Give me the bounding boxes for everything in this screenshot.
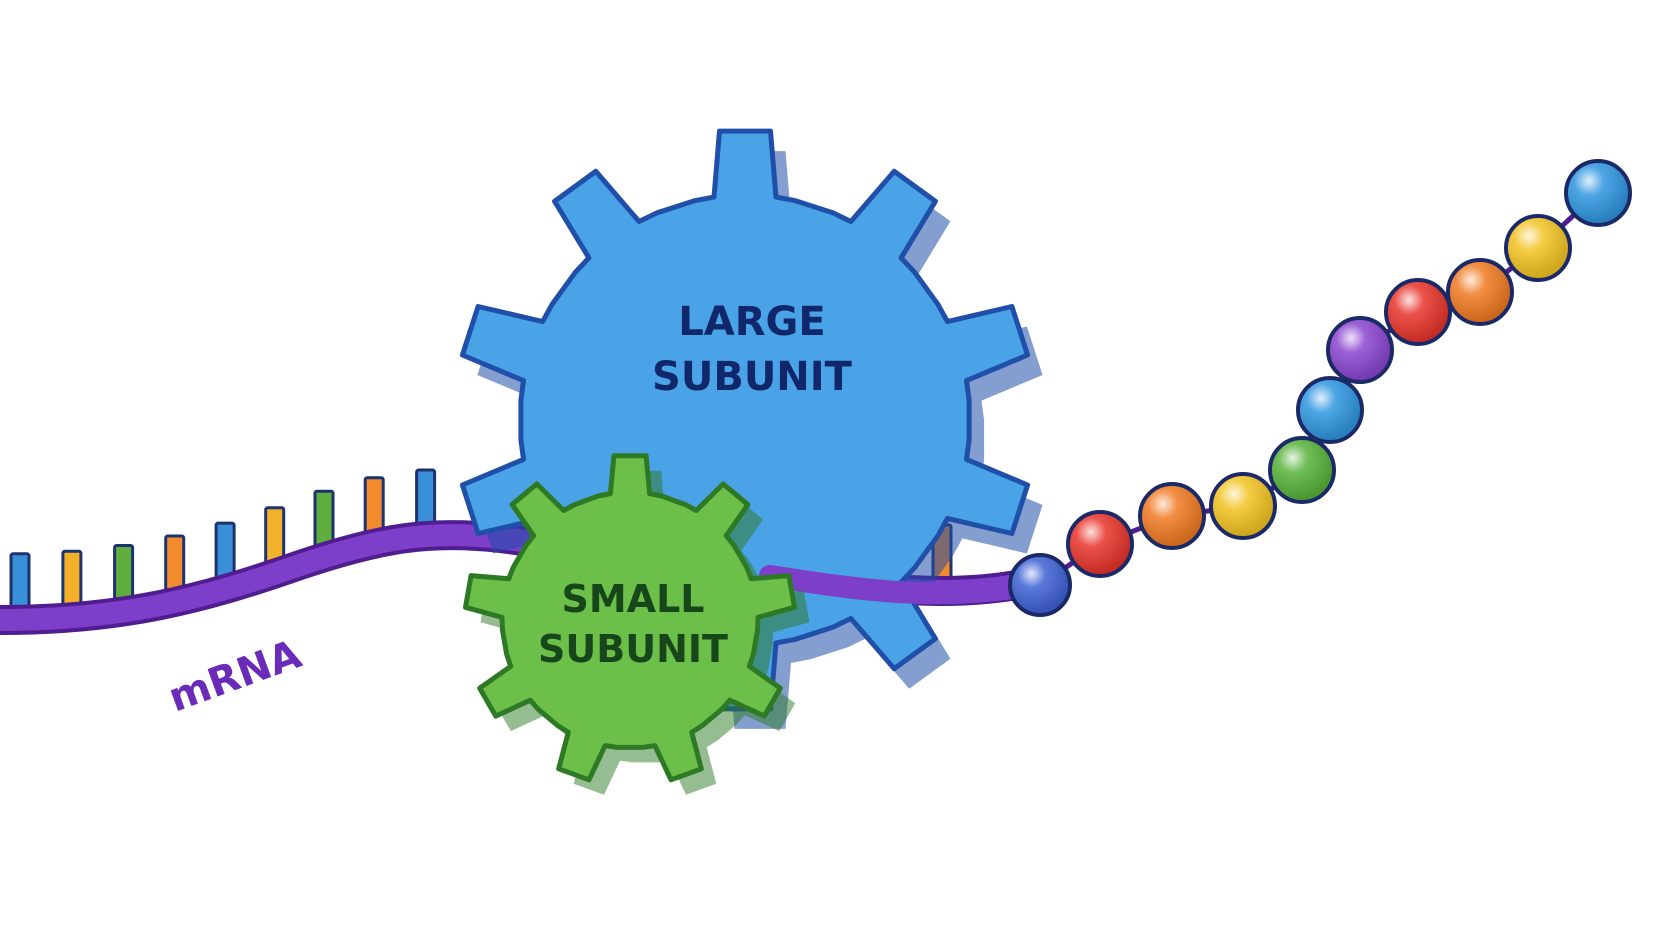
amino-acid-bead [1209, 472, 1277, 540]
mrna-label: mRNA [163, 631, 307, 721]
amino-acid-bead [1008, 553, 1072, 617]
mrna-base [113, 544, 135, 603]
mrna-base [164, 534, 186, 594]
small-subunit-gear [463, 453, 810, 795]
mrna-base [415, 468, 437, 528]
amino-acid-bead [1446, 258, 1514, 326]
mrna-base [363, 476, 385, 536]
amino-acid-bead [1504, 214, 1572, 282]
large-subunit-label-line2: SUBUNIT [652, 354, 853, 400]
mrna-base [9, 552, 31, 612]
small-subunit-label-line1: SMALL [561, 577, 704, 621]
amino-acid-bead [1384, 278, 1452, 346]
polypeptide-chain [1008, 159, 1632, 617]
amino-acid-bead [1268, 436, 1336, 504]
mrna-base [61, 549, 83, 609]
mrna-base [313, 489, 335, 549]
amino-acid-bead [1326, 316, 1394, 384]
mrna-base [264, 506, 286, 566]
mrna-strand-front [759, 565, 1041, 605]
small-subunit-label-line2: SUBUNIT [538, 627, 728, 671]
amino-acid-bead [1564, 159, 1632, 227]
amino-acid-bead [1066, 510, 1134, 578]
mrna-base [214, 521, 236, 581]
amino-acid-bead [1138, 482, 1206, 550]
small-subunit-body [463, 453, 797, 783]
large-subunit-label-line1: LARGE [678, 299, 825, 345]
amino-acid-bead [1296, 376, 1364, 444]
